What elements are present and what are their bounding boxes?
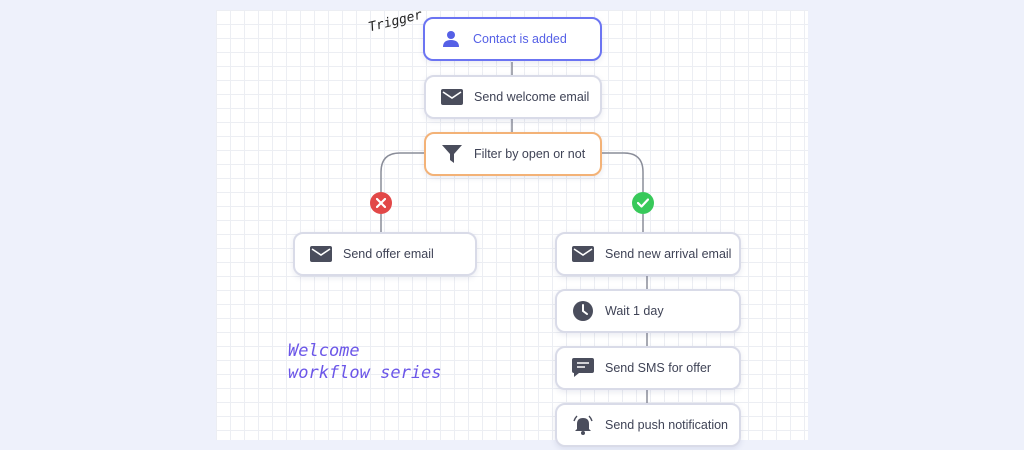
- sms-icon: [571, 356, 595, 380]
- filter-node[interactable]: Filter by open or not: [424, 132, 602, 176]
- filter-node-label: Filter by open or not: [474, 147, 586, 161]
- welcome-email-label: Send welcome email: [474, 90, 590, 104]
- email-icon: [440, 85, 464, 109]
- wait-node[interactable]: Wait 1 day: [555, 289, 741, 333]
- offer-email-node[interactable]: Send offer email: [293, 232, 477, 276]
- email-icon: [571, 242, 595, 266]
- user-icon: [439, 27, 463, 51]
- bell-icon: [571, 413, 595, 437]
- clock-icon: [571, 299, 595, 323]
- series-title-line-2: workflow series: [288, 363, 442, 383]
- push-notification-label: Send push notification: [605, 418, 729, 432]
- filter-icon: [440, 142, 464, 166]
- offer-email-label: Send offer email: [343, 247, 434, 261]
- no-branch-x-icon: [370, 192, 392, 214]
- welcome-email-node[interactable]: Send welcome email: [424, 75, 602, 119]
- trigger-node[interactable]: Contact is added: [423, 17, 602, 61]
- workflow-series-title: Welcome workflow series: [288, 340, 442, 384]
- new-arrival-email-node[interactable]: Send new arrival email: [555, 232, 741, 276]
- yes-branch-check-icon: [632, 192, 654, 214]
- series-title-line-1: Welcome: [288, 341, 360, 361]
- trigger-node-label: Contact is added: [473, 32, 567, 46]
- sms-node-label: Send SMS for offer: [605, 361, 712, 375]
- new-arrival-email-label: Send new arrival email: [605, 247, 732, 261]
- push-notification-node[interactable]: Send push notification: [555, 403, 741, 447]
- email-icon: [309, 242, 333, 266]
- sms-node[interactable]: Send SMS for offer: [555, 346, 741, 390]
- wait-node-label: Wait 1 day: [605, 304, 664, 318]
